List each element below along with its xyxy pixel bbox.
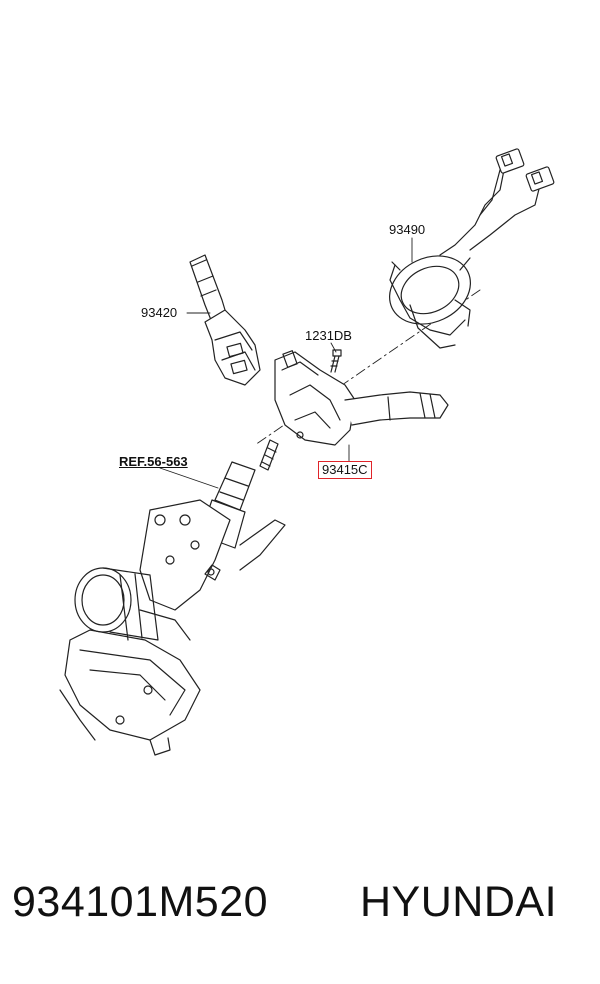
screw-part xyxy=(330,349,342,373)
light-switch-part xyxy=(189,254,261,386)
wiper-switch-part xyxy=(274,350,449,446)
part-number: 934101M520 xyxy=(12,878,269,926)
steering-column-part xyxy=(59,461,286,756)
callout-wiper-switch-highlighted: 93415C xyxy=(318,461,372,479)
upper-shaft-part xyxy=(259,439,279,471)
part-footer: 934101M520 HYUNDAI xyxy=(0,878,600,958)
exploded-parts-diagram: 93490 93420 1231DB 93415C REF.56-563 xyxy=(59,148,555,756)
callout-light-switch: 93420 xyxy=(141,305,178,320)
leader-lines xyxy=(159,237,413,489)
callout-screw: 1231DB xyxy=(305,328,352,343)
brand-name: HYUNDAI xyxy=(360,878,558,926)
callout-clock-spring: 93490 xyxy=(389,222,426,237)
callout-column-reference: REF.56-563 xyxy=(119,454,188,469)
steering-column-illustration xyxy=(59,148,555,756)
clock-spring-part xyxy=(389,148,555,349)
